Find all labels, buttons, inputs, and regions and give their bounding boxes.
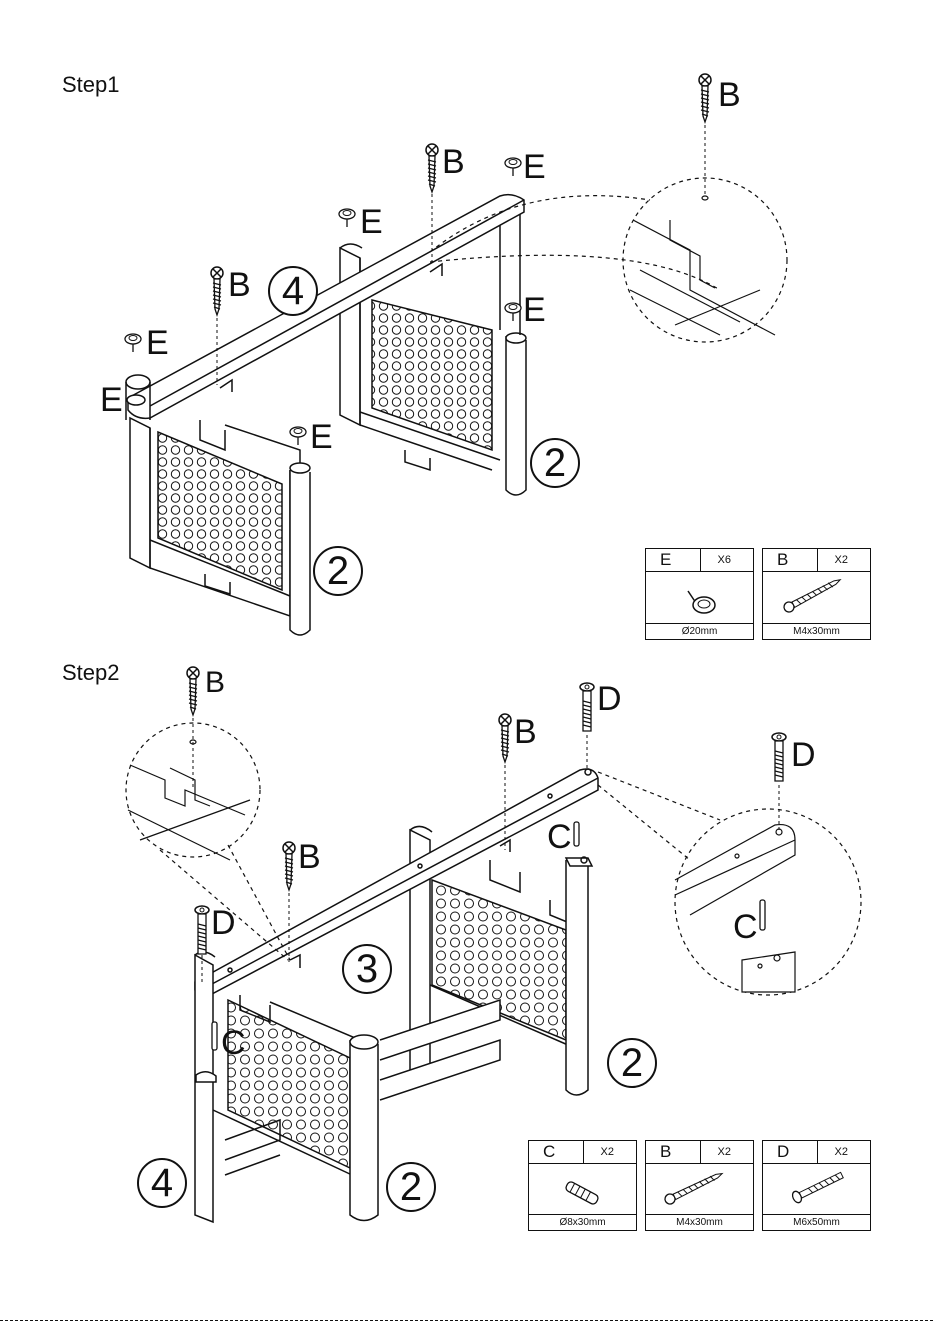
label-b: B (442, 145, 465, 179)
part-number-circle: 4 (268, 266, 318, 316)
label-d: D (211, 906, 236, 940)
part-size: M4x30mm (763, 623, 870, 639)
part-box-c: C X2 Ø8x30mm (528, 1140, 637, 1231)
label-e: E (146, 326, 169, 360)
part-letter: C (543, 1142, 555, 1162)
part-letter: B (660, 1142, 671, 1162)
label-d: D (791, 738, 816, 772)
part-box-d: D X2 M6x50mm (762, 1140, 871, 1231)
part-number-circle: 2 (607, 1038, 657, 1088)
part-box-b: B X2 M4x30mm (762, 548, 871, 640)
label-e: E (360, 205, 383, 239)
part-qty: X2 (601, 1146, 614, 1158)
label-e: E (523, 150, 546, 184)
label-b: B (514, 715, 537, 749)
screw-icon (646, 1163, 753, 1215)
part-number-circle: 2 (313, 546, 363, 596)
part-number-circle: 2 (386, 1162, 436, 1212)
label-c: C (733, 910, 758, 944)
part-number-circle: 4 (137, 1158, 187, 1208)
label-c: C (221, 1026, 246, 1060)
part-size: M4x30mm (646, 1214, 753, 1230)
label-d: D (597, 682, 622, 716)
label-b: B (205, 668, 225, 698)
part-letter: B (777, 550, 788, 570)
part-size: Ø20mm (646, 623, 753, 639)
part-box-e: E X6 Ø20mm (645, 548, 754, 640)
dowel-icon (529, 1163, 636, 1215)
part-qty: X6 (718, 554, 731, 566)
step2-title: Step2 (62, 660, 120, 686)
part-qty: X2 (835, 554, 848, 566)
step1-title: Step1 (62, 72, 120, 98)
part-qty: X2 (718, 1146, 731, 1158)
page-cut-line (0, 1320, 933, 1321)
label-b: B (718, 78, 741, 112)
label-e: E (310, 420, 333, 454)
bolt-icon (763, 1163, 870, 1215)
part-number-circle: 2 (530, 438, 580, 488)
part-box-b: B X2 M4x30mm (645, 1140, 754, 1231)
part-letter: D (777, 1142, 789, 1162)
label-b: B (298, 840, 321, 874)
label-b: B (228, 268, 251, 302)
label-e: E (523, 293, 546, 327)
part-number-circle: 3 (342, 944, 392, 994)
label-c: C (547, 820, 572, 854)
screw-icon (763, 571, 870, 624)
part-letter: E (660, 550, 671, 570)
part-size: Ø8x30mm (529, 1214, 636, 1230)
cap-icon (646, 571, 753, 624)
label-e: E (100, 383, 123, 417)
part-size: M6x50mm (763, 1214, 870, 1230)
part-qty: X2 (835, 1146, 848, 1158)
